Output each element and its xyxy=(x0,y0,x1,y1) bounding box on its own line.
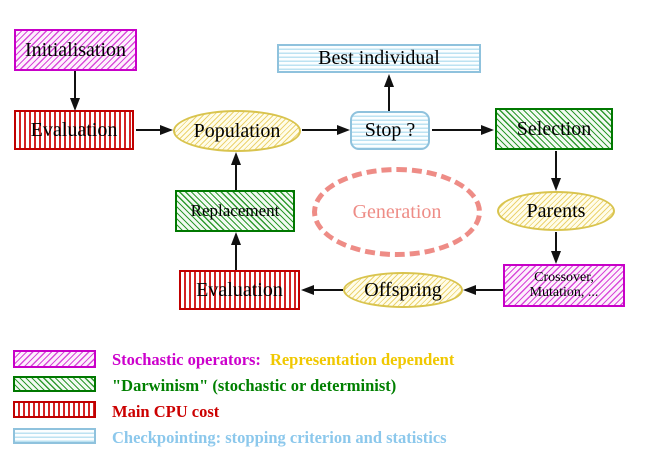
arrow-stop-to-best-line xyxy=(388,86,390,111)
legend-text-checkpointing: Checkpointing: stopping criterion and st… xyxy=(112,428,447,447)
node-population-label: Population xyxy=(193,119,281,142)
legend-label-checkpointing: Checkpointing: stopping criterion and st… xyxy=(112,428,447,448)
node-generation: Generation xyxy=(312,167,482,257)
arrow-init-to-eval-head xyxy=(70,98,80,111)
legend-label-main-cpu-cost: Main CPU cost xyxy=(112,402,219,422)
node-best-individual-label: Best individual xyxy=(318,47,440,69)
node-parents-label: Parents xyxy=(526,199,586,222)
arrow-population-to-stop-head xyxy=(337,125,350,135)
arrow-selection-to-parents-line xyxy=(555,151,557,179)
arrow-eval-to-population-line xyxy=(136,129,161,131)
legend-label-stochastic-operators: Stochastic operators: Representation depe… xyxy=(112,350,454,370)
node-selection: Selection xyxy=(495,108,613,150)
arrow-stop-to-best-head xyxy=(384,74,394,87)
arrow-eval-to-replacement-head xyxy=(231,232,241,245)
node-selection-label: Selection xyxy=(516,117,592,140)
node-initialisation-label: Initialisation xyxy=(24,38,127,61)
arrow-init-to-eval-line xyxy=(74,71,76,99)
arrow-parents-to-crossover-line xyxy=(555,232,557,252)
arrow-offspring-to-eval-head xyxy=(301,285,314,295)
node-crossover-label-line1: Crossover, xyxy=(534,269,594,285)
arrow-crossover-to-offspring-line xyxy=(475,289,503,291)
node-evaluation-top: Evaluation xyxy=(14,110,134,150)
legend-text-main-cpu-cost: Main CPU cost xyxy=(112,402,220,421)
node-crossover-mutation: Crossover, Mutation, ... xyxy=(503,264,625,307)
legend-swatch-stochastic-operators xyxy=(13,350,96,368)
node-best-individual: Best individual xyxy=(277,44,481,73)
node-offspring: Offspring xyxy=(343,272,463,308)
node-replacement: Replacement xyxy=(175,190,295,232)
node-crossover-label-line2: Mutation, ... xyxy=(529,284,599,300)
node-generation-label: Generation xyxy=(352,200,442,223)
legend-text-darwinism: "Darwinism" (stochastic or determinist) xyxy=(112,376,397,395)
arrow-replacement-to-population-line xyxy=(235,164,237,190)
node-stop: Stop ? xyxy=(350,111,430,150)
arrow-offspring-to-eval-line xyxy=(313,289,343,291)
legend-swatch-darwinism xyxy=(13,376,96,392)
arrow-replacement-to-population-head xyxy=(231,152,241,165)
legend-swatch-checkpointing xyxy=(13,428,96,444)
node-offspring-label: Offspring xyxy=(364,278,442,301)
node-initialisation: Initialisation xyxy=(14,29,137,71)
arrow-selection-to-parents-head xyxy=(551,178,561,191)
node-parents: Parents xyxy=(497,191,615,231)
legend-label-darwinism: "Darwinism" (stochastic or determinist) xyxy=(112,376,396,396)
arrow-eval-to-population-head xyxy=(160,125,173,135)
node-evaluation-top-label: Evaluation xyxy=(30,118,118,141)
arrow-stop-to-selection-line xyxy=(432,129,482,131)
node-population: Population xyxy=(173,110,301,152)
arrow-eval-to-replacement-line xyxy=(235,244,237,270)
arrow-population-to-stop-line xyxy=(302,129,338,131)
node-evaluation-bottom: Evaluation xyxy=(179,270,300,310)
node-evaluation-bottom-label: Evaluation xyxy=(196,278,283,301)
legend-swatch-main-cpu-cost xyxy=(13,401,96,418)
node-stop-label: Stop ? xyxy=(364,119,416,141)
arrow-parents-to-crossover-head xyxy=(551,251,561,264)
legend-text-stochastic-operators: Stochastic operators: xyxy=(112,350,261,369)
legend-text-representation-dependent: Representation dependent xyxy=(269,350,455,369)
arrow-stop-to-selection-head xyxy=(481,125,494,135)
node-replacement-label: Replacement xyxy=(190,201,280,221)
arrow-crossover-to-offspring-head xyxy=(463,285,476,295)
